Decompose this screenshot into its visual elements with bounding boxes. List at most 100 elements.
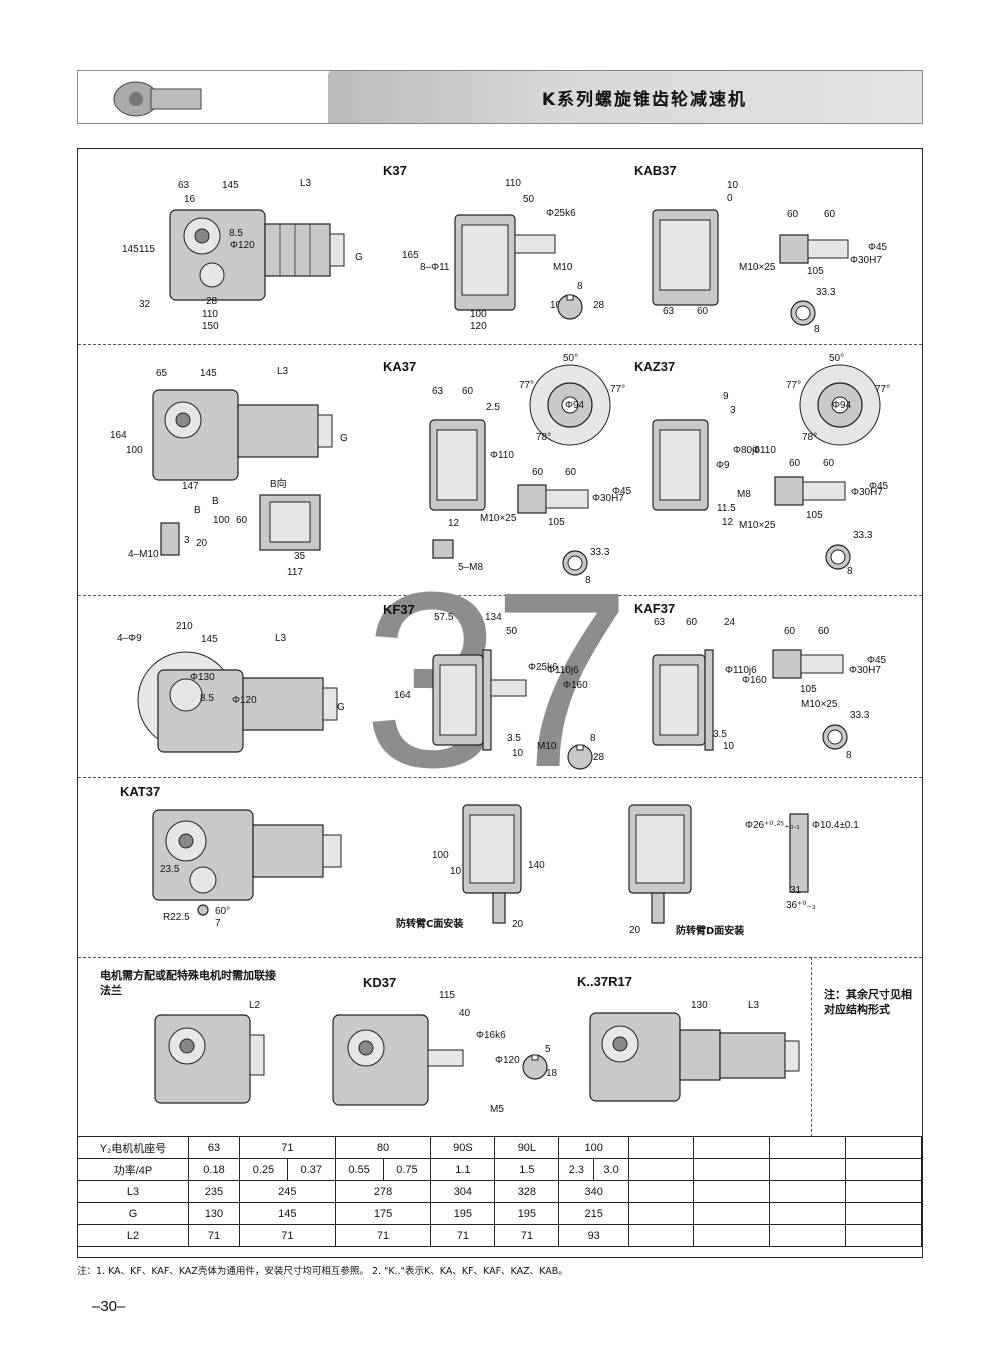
table-cell: 278 — [334, 1180, 432, 1203]
kaf37-front-drawing — [652, 649, 714, 751]
dim-4-phi9: 4–Φ9 — [117, 633, 142, 644]
table-cell: 3.0 — [593, 1158, 629, 1181]
header-slant — [300, 71, 330, 123]
dim-105: 105 — [807, 266, 824, 277]
table-cell — [845, 1180, 922, 1203]
page-header: K系列螺旋锥齿轮减速机 — [77, 70, 923, 124]
table-cell: 71 — [494, 1224, 560, 1247]
dim-7: 7 — [215, 918, 221, 929]
table-cell: 71 — [188, 1224, 240, 1247]
dim-130: 130 — [691, 1000, 708, 1011]
dim-phi10.4: Φ10.4±0.1 — [812, 820, 859, 831]
section-divider — [78, 344, 922, 345]
kat37-c-face-drawing — [462, 804, 522, 924]
dim-phi25k6: Φ25k6 — [546, 208, 576, 219]
dim-32: 32 — [139, 299, 151, 310]
kaz37-shaft-drawing — [774, 476, 846, 506]
gearbox-thumbnail — [113, 81, 202, 117]
dim-63: 63 — [654, 617, 666, 628]
dim-5: 5 — [545, 1044, 551, 1055]
ka37-shaft-drawing — [517, 484, 589, 514]
model-label-k37r17: K..37R17 — [577, 974, 632, 989]
dim-phi30H7: Φ30H7 — [849, 665, 881, 676]
dim-L3: L3 — [748, 1000, 760, 1011]
dim-210: 210 — [176, 621, 193, 632]
dim-8.5: 8.5 — [200, 693, 214, 704]
dim-57.5: 57.5 — [434, 612, 454, 623]
dim-M10x25: M10×25 — [801, 699, 838, 710]
table-cell — [628, 1202, 694, 1225]
dim-10: 10 — [450, 866, 462, 877]
dim-phi160: Φ160 — [742, 675, 767, 686]
dim-36: 36⁺⁰₋₃ — [786, 900, 816, 911]
dim-23.5: 23.5 — [160, 864, 180, 875]
dim-115: 115 — [139, 244, 155, 255]
dim-B-label: B — [194, 505, 201, 516]
table-cell: 195 — [494, 1202, 560, 1225]
dim-phi80j6: Φ80j6 — [733, 445, 760, 456]
angle-60: 60° — [215, 906, 231, 917]
table-row-header: 功率/4P — [77, 1158, 189, 1181]
dim-33.3: 33.3 — [816, 287, 836, 298]
table-cell: 175 — [334, 1202, 432, 1225]
dim-3.5: 3.5 — [713, 729, 727, 740]
dim-10: 10 — [512, 748, 524, 759]
dim-3: 3 — [184, 535, 190, 546]
kat37-d-face-drawing — [628, 804, 692, 924]
dim-phi30H7: Φ30H7 — [850, 255, 882, 266]
page-title: K系列螺旋锥齿轮减速机 — [541, 90, 747, 110]
keyway-section — [557, 294, 583, 320]
table-cell — [845, 1224, 922, 1247]
dim-28: 28 — [593, 752, 605, 763]
kab37-front-drawing — [652, 209, 719, 306]
table-cell: 90S — [430, 1136, 496, 1159]
k37r17-drawing — [589, 1012, 800, 1102]
dim-60: 60 — [697, 306, 709, 317]
dim-phi45: Φ45 — [612, 486, 632, 497]
dim-145v: 145 — [122, 244, 139, 255]
dim-18: 18 — [546, 1068, 558, 1079]
kf37-side-drawing — [137, 651, 338, 753]
table-cell — [769, 1136, 846, 1159]
footer-note: 注：1. KA、KF、KAF、KAZ壳体为通用件，安装尺寸均可相互参照。 2. … — [77, 1266, 568, 1277]
table-cell — [693, 1202, 770, 1225]
caption-c-face: 防转臂C面安装 — [396, 919, 464, 930]
dim-134: 134 — [485, 612, 502, 623]
dim-phi130: Φ130 — [190, 672, 215, 683]
dim-28: 28 — [593, 300, 605, 311]
dim-G: G — [337, 702, 345, 713]
table-cell: 80 — [334, 1136, 432, 1159]
dim-10: 10 — [723, 741, 735, 752]
dim-35: 35 — [294, 551, 306, 562]
right-note: 注：其余尺寸见相对应结构形式 — [824, 988, 912, 1016]
dim-8: 8 — [577, 281, 583, 292]
model-label-kaf37: KAF37 — [634, 601, 676, 616]
table-cell — [628, 1136, 694, 1159]
keyway-section — [822, 724, 848, 750]
dim-20: 20 — [512, 919, 524, 930]
angle-77: 77° — [519, 380, 535, 391]
dim-28: 28 — [206, 296, 218, 307]
table-row-header: L2 — [77, 1224, 189, 1247]
keyway-section — [522, 1054, 548, 1080]
dim-24: 24 — [724, 617, 736, 628]
dim-145: 145 — [222, 180, 239, 191]
k37-front-drawing — [454, 214, 556, 311]
angle-77: 77° — [786, 380, 802, 391]
dim-phi16k6: Φ16k6 — [476, 1030, 506, 1041]
angle-77: 77° — [610, 384, 626, 395]
dim-40: 40 — [459, 1008, 471, 1019]
dim-33.3: 33.3 — [850, 710, 870, 721]
table-cell — [693, 1136, 770, 1159]
dim-3.5: 3.5 — [507, 733, 521, 744]
dim-60: 60 — [824, 209, 836, 220]
table-cell: 245 — [239, 1180, 336, 1203]
dim-110: 110 — [505, 178, 521, 189]
dim-105: 105 — [800, 684, 817, 695]
table-cell: 215 — [558, 1202, 629, 1225]
dim-9: 9 — [723, 391, 729, 402]
dim-60: 60 — [462, 386, 474, 397]
angle-50: 50° — [563, 353, 579, 364]
